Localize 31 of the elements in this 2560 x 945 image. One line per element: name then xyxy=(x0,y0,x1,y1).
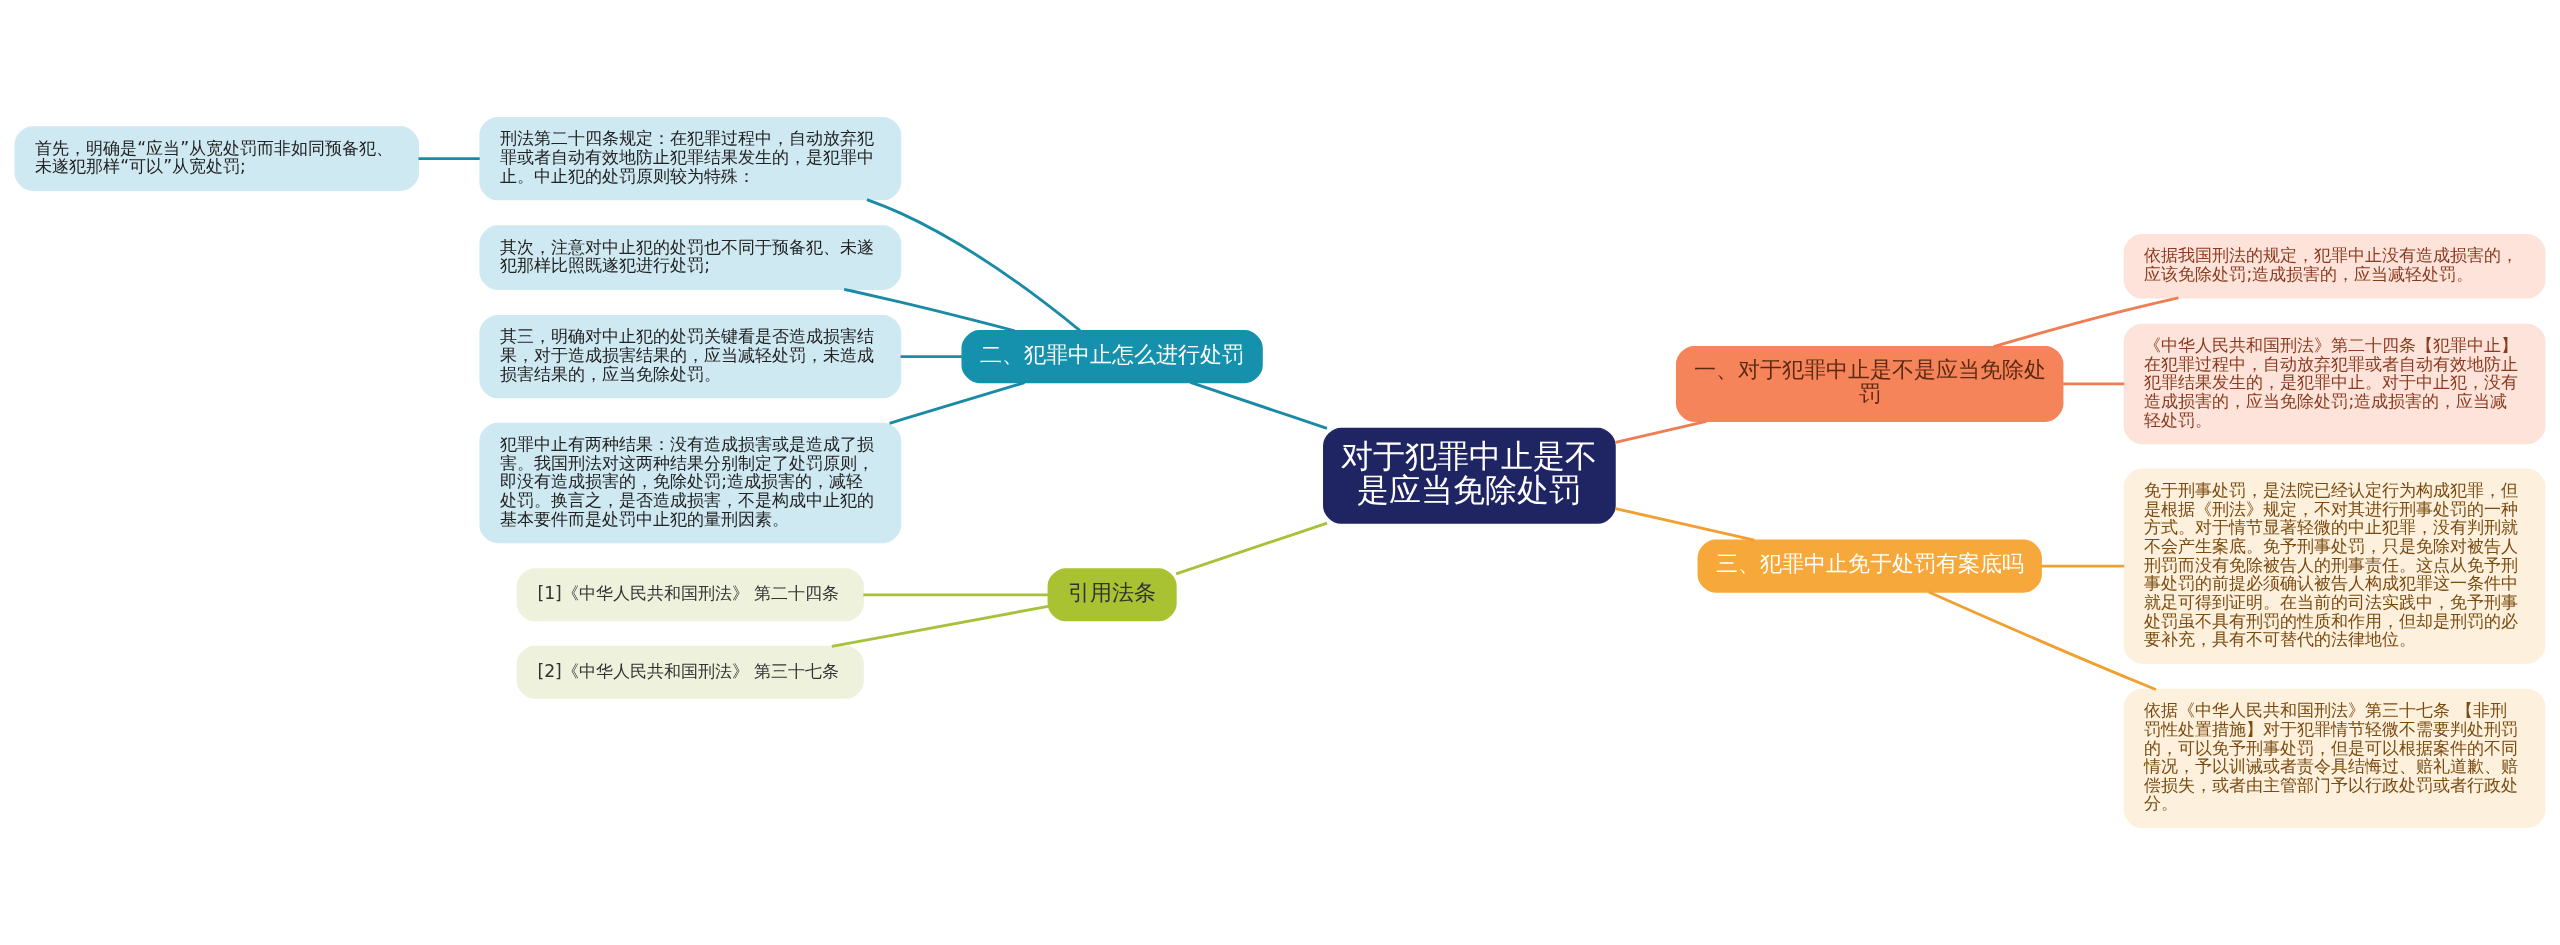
connector xyxy=(900,355,962,359)
node-box: 犯罪中止有两种结果：没有造成损害或是造成了损害。我国刑法对这两种结果分别制定了处罚原则，即没有造成损害的，免除处罚;造成损害的，减轻处罚。换言之，是否造成损害，不是构成中止犯的基本要件而是处罚中止犯的量刑因素。 xyxy=(479,422,902,544)
node-box: 引用法条 xyxy=(1047,568,1177,622)
node-box: 三、犯罪中止免于处罚有案底吗 xyxy=(1697,539,2042,593)
node-box: 对于犯罪中止是不是应当免除处罚 xyxy=(1323,427,1616,524)
connector xyxy=(831,605,1049,648)
connector xyxy=(1615,507,1755,542)
connector xyxy=(418,157,480,161)
node-box: [1]《中华人民共和国刑法》 第二十四条 xyxy=(516,568,864,622)
connector xyxy=(1175,521,1328,576)
connector xyxy=(1615,419,1707,444)
connector xyxy=(1928,590,2157,691)
node-box: 依据我国刑法的规定，犯罪中止没有造成损害的，应该免除处罚;造成损害的，应当减轻处罚。 xyxy=(2123,233,2546,299)
node-box: 免于刑事处罚，是法院已经认定行为构成犯罪，但是根据《刑法》规定，不对其进行刑事处罚的一种方式。对于情节显著轻微的中止犯罪，没有判刑就不会产生案底。免予刑事处罚，只是免除对被告人刑罚而没有免除被告人的刑事责任。这点从免予刑事处罚的前提必须确认被告人构成犯罪这一条件中就足可得到证明。在当前的司法实践中，免予刑事处罚虽不具有刑罚的性质和作用，但却是刑罚的必要补充，具有不可替代的法律地位。 xyxy=(2123,468,2546,664)
connector xyxy=(2041,564,2125,568)
connector xyxy=(866,198,1081,332)
connector xyxy=(863,593,1048,597)
connector xyxy=(1993,296,2179,348)
node-box: 《中华人民共和国刑法》第二十四条【犯罪中止】在犯罪过程中，自动放弃犯罪或者自动有效地防止犯罪结果发生的，是犯罪中止。对于中止犯，没有造成损害的，应当免除处罚;造成损害的，应当减轻处罚。 xyxy=(2123,323,2546,445)
connector xyxy=(1190,381,1328,430)
node-box: 依据《中华人民共和国刑法》第三十七条 【非刑罚性处置措施】对于犯罪情节轻微不需要判处刑罚的，可以免予刑事处罚，但是可以根据案件的不同情况，予以训诫或者责令具结悔过、赔礼道歉、赔偿损失，或者由主管部门予以行政处罚或者行政处分。 xyxy=(2123,688,2546,828)
connector xyxy=(2063,382,2125,386)
node-box: 一、对于犯罪中止是不是应当免除处罚 xyxy=(1676,345,2064,422)
connector xyxy=(889,381,1025,425)
node-box: 首先，明确是“应当”从宽处罚而非如同预备犯、未遂犯那样“可以”从宽处罚; xyxy=(14,126,420,191)
node-box: [2]《中华人民共和国刑法》 第三十七条 xyxy=(516,645,864,699)
node-box: 刑法第二十四条规定：在犯罪过程中，自动放弃犯罪或者自动有效地防止犯罪结果发生的，是犯罪中止。中止犯的处罚原则较为特殊： xyxy=(479,117,902,201)
node-box: 其三，明确对中止犯的处罚关键看是否造成损害结果，对于造成损害结果的，应当减轻处罚，未造成损害结果的，应当免除处罚。 xyxy=(479,315,902,399)
node-box: 其次，注意对中止犯的处罚也不同于预备犯、未遂犯那样比照既遂犯进行处罚; xyxy=(479,225,902,290)
connector xyxy=(843,287,1015,333)
node-box: 二、犯罪中止怎么进行处罚 xyxy=(961,330,1263,384)
